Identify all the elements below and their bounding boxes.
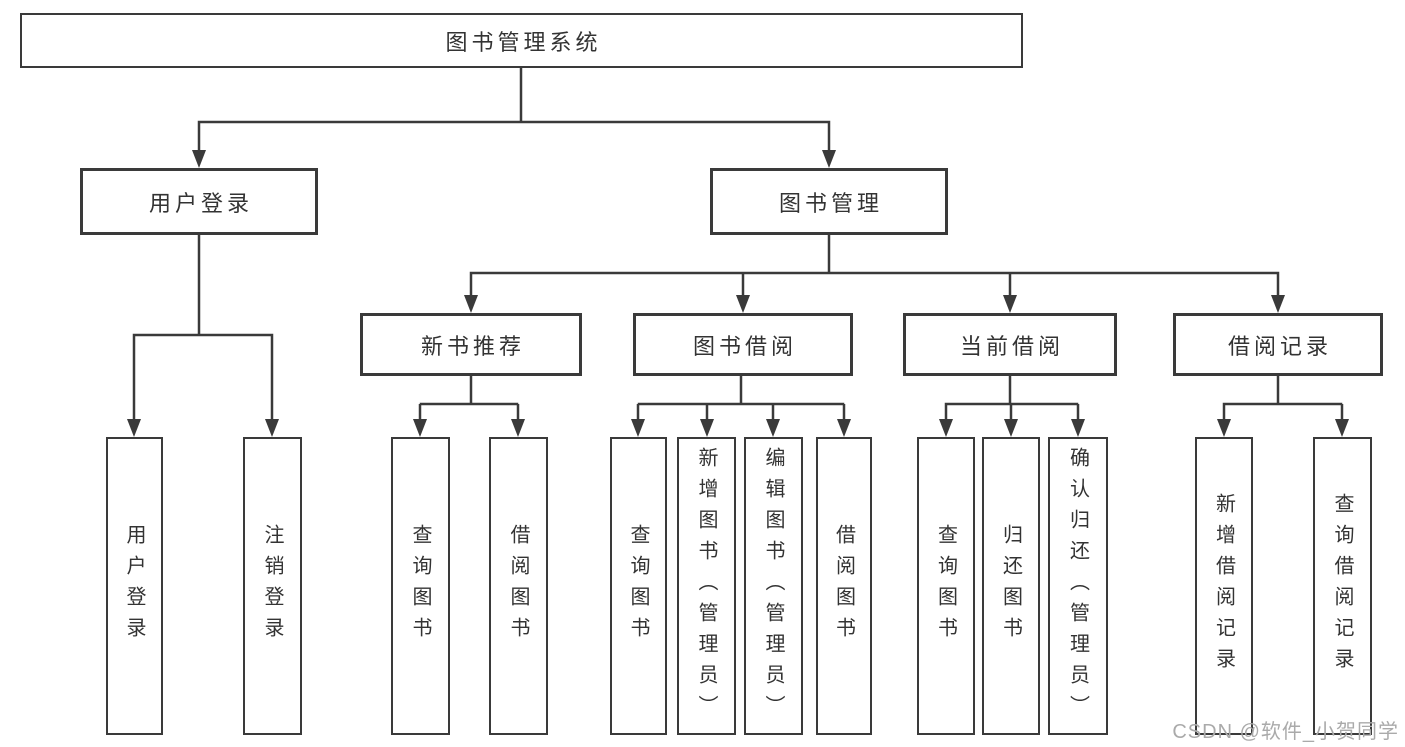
node-label: 用户登录	[148, 190, 253, 216]
node-root-system: 图书管理系统	[20, 13, 1023, 68]
leaf-current-query: 查询图书	[917, 437, 975, 735]
node-label: 借阅图书	[507, 524, 529, 648]
node-label: 新书推荐	[420, 333, 525, 359]
node-label: 编辑图书（管理员）	[762, 446, 784, 726]
node-label: 新增借阅记录	[1212, 493, 1235, 679]
arrowhead	[822, 150, 836, 168]
csdn-watermark: CSDN @软件_小贺同学	[1172, 721, 1399, 743]
node-label: 查询图书	[934, 524, 957, 648]
arrowhead	[736, 295, 750, 313]
arrowhead	[1271, 295, 1285, 313]
arrowhead	[1335, 419, 1349, 437]
node-label: 图书管理	[778, 190, 883, 216]
arrowhead	[127, 419, 141, 437]
node-book-borrow: 图书借阅	[633, 313, 853, 376]
node-label: 图书借阅	[692, 333, 797, 359]
arrowhead	[511, 419, 525, 437]
connector-borrowrecord-to-leaves	[1222, 376, 1344, 420]
arrowhead	[837, 419, 851, 437]
node-user-login: 用户登录	[80, 168, 318, 235]
leaf-record-add: 新增借阅记录	[1195, 437, 1253, 735]
node-book-management: 图书管理	[710, 168, 948, 235]
node-new-book-recommend: 新书推荐	[360, 313, 582, 376]
leaf-record-query: 查询借阅记录	[1313, 437, 1372, 735]
arrowhead	[631, 419, 645, 437]
leaf-user-login: 用户登录	[106, 437, 163, 735]
connector-root-to-level2	[197, 68, 831, 151]
connector-bookmanage-to-level3	[469, 235, 1280, 296]
leaf-current-return: 归还图书	[982, 437, 1040, 735]
arrowhead	[766, 419, 780, 437]
connector-newbook-to-leaves	[418, 376, 520, 420]
arrowhead	[192, 150, 206, 168]
node-label: 查询图书	[627, 524, 649, 648]
leaf-borrow-add-admin: 新增图书（管理员）	[677, 437, 736, 735]
arrowhead	[700, 419, 714, 437]
node-label: 查询借阅记录	[1331, 493, 1353, 679]
arrowhead	[413, 419, 427, 437]
node-label: 借阅记录	[1227, 333, 1332, 359]
connector-currentborrow-to-leaves	[944, 376, 1080, 420]
leaf-newbook-query: 查询图书	[391, 437, 450, 735]
connector-bookborrow-to-leaves	[636, 376, 846, 420]
node-label: 查询图书	[409, 524, 431, 648]
connector-userlogin-to-leaves	[132, 235, 274, 420]
arrowhead	[1003, 295, 1017, 313]
arrowhead	[265, 419, 279, 437]
node-label: 图书管理系统	[445, 29, 602, 55]
node-label: 当前借阅	[959, 333, 1064, 359]
node-label: 借阅图书	[832, 524, 855, 648]
leaf-borrow-borrow: 借阅图书	[816, 437, 872, 735]
arrowhead	[1004, 419, 1018, 437]
arrowhead	[1071, 419, 1085, 437]
node-label: 归还图书	[999, 524, 1022, 648]
leaf-borrow-query: 查询图书	[610, 437, 667, 735]
node-label: 用户登录	[123, 524, 145, 648]
node-label: 新增图书（管理员）	[695, 446, 717, 726]
node-current-borrow: 当前借阅	[903, 313, 1117, 376]
node-borrow-record: 借阅记录	[1173, 313, 1383, 376]
node-label: 确认归还（管理员）	[1066, 446, 1089, 726]
arrowhead	[1217, 419, 1231, 437]
leaf-logout: 注销登录	[243, 437, 302, 735]
leaf-current-confirm-admin: 确认归还（管理员）	[1048, 437, 1108, 735]
arrowhead	[464, 295, 478, 313]
arrowhead	[939, 419, 953, 437]
leaf-borrow-edit-admin: 编辑图书（管理员）	[744, 437, 803, 735]
node-label: 注销登录	[261, 524, 283, 648]
leaf-newbook-borrow: 借阅图书	[489, 437, 548, 735]
